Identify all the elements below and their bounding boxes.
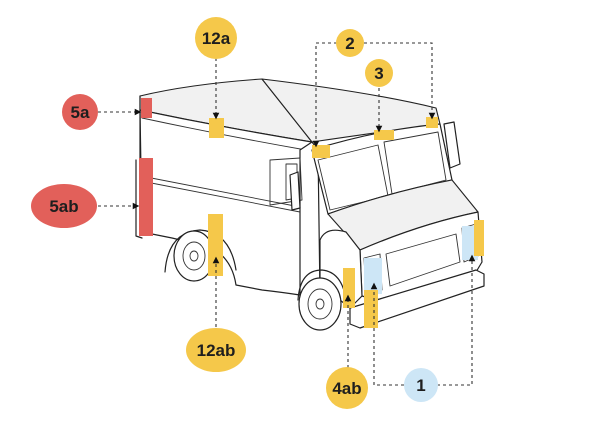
marker-1-left-headlight [364, 258, 382, 294]
marker-5a-rear-clearance [141, 98, 152, 118]
svg-text:5a: 5a [71, 103, 90, 122]
callout-12ab: 12ab [186, 328, 246, 372]
cab-door [299, 141, 321, 301]
side-mirror [289, 171, 301, 211]
callout-12a: 12a [195, 17, 237, 59]
svg-text:2: 2 [345, 34, 354, 53]
side-window [269, 157, 303, 206]
grille [385, 233, 461, 287]
callout-4ab: 4ab [326, 367, 368, 409]
marker-3-id-lamps [374, 130, 394, 140]
svg-text:1: 1 [416, 376, 425, 395]
marker-4ab-front-side [343, 268, 355, 308]
callout-3: 3 [365, 59, 393, 87]
cab-roof [261, 78, 441, 143]
svg-text:12a: 12a [202, 29, 231, 48]
svg-text:4ab: 4ab [332, 379, 361, 398]
leader-lines [98, 42, 476, 386]
marker-1-right-turn [474, 220, 484, 256]
marker-5ab-rear-side [139, 158, 153, 236]
front-bumper [349, 269, 485, 329]
callout-5a: 5a [62, 94, 98, 130]
truck-illustration [135, 78, 485, 331]
svg-text:5ab: 5ab [49, 197, 78, 216]
svg-text:3: 3 [374, 64, 383, 83]
svg-text:12ab: 12ab [197, 341, 236, 360]
right-mirror [443, 121, 461, 169]
front-wheel [298, 277, 342, 331]
marker-12a-upper-side [209, 118, 224, 138]
marker-2-right-clearance [426, 117, 438, 128]
callout-1: 1 [404, 368, 438, 402]
marker-1-left-turn [364, 290, 378, 328]
windshield-right [383, 131, 447, 195]
marker-2-left-clearance [312, 145, 330, 158]
callouts: 12a 2 3 5a 5ab 12ab 4ab 1 [31, 17, 438, 409]
callout-2: 2 [336, 29, 364, 57]
callout-5ab: 5ab [31, 184, 97, 228]
